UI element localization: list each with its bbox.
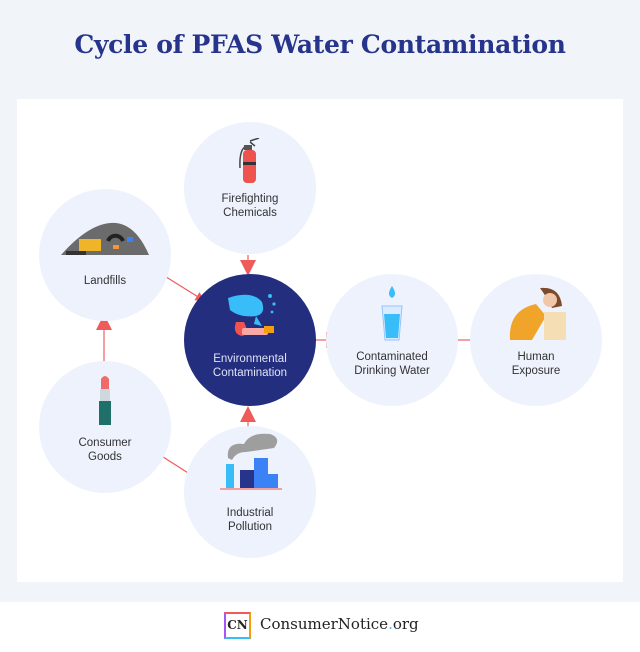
brand-name[interactable]: ConsumerNotice.org — [260, 615, 419, 633]
whale-pollution-icon — [228, 294, 276, 336]
node-landfills: Landfills — [39, 189, 171, 321]
page-title: Cycle of PFAS Water Contamination — [74, 30, 566, 59]
fire-extinguisher-icon — [239, 138, 260, 183]
logo-mark[interactable]: CN — [224, 612, 251, 639]
label: Landfills — [83, 275, 127, 287]
water-glass-icon — [381, 286, 403, 341]
woman-icon — [509, 287, 566, 340]
landfill-icon — [61, 222, 149, 255]
lipstick-icon — [99, 376, 111, 425]
factory-icon — [220, 433, 282, 490]
